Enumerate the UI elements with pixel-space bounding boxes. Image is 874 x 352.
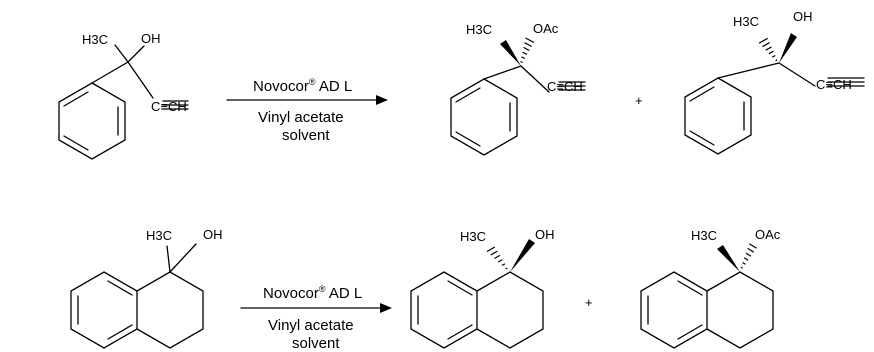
methyl-bond [114, 44, 129, 63]
acetoxy-label: OAc [533, 21, 559, 36]
triple-bond [558, 81, 586, 91]
methyl-label: H3C [146, 228, 172, 243]
enzyme-label: Novocor® AD L [253, 77, 352, 95]
substrate-1: H3C OH C≡CH [58, 31, 189, 160]
alkyne-label: C≡CH [547, 79, 583, 94]
reagent-line-3: solvent [292, 335, 340, 352]
saturated-ring [136, 271, 204, 349]
saturated-ring [476, 271, 544, 349]
methyl-label: H3C [733, 14, 759, 29]
reaction-conditions-1: Novocor® AD L Vinyl acetate solvent [226, 77, 388, 144]
hashed-bond-acetoxy [740, 243, 757, 269]
benzo-ring [640, 271, 708, 349]
reaction-2: H3C OH Novocor® AD L Vinyl acetate solve… [70, 227, 781, 352]
alkyne-label: C≡CH [151, 99, 187, 114]
triple-bond [827, 77, 865, 87]
phenyl-ring [450, 78, 518, 156]
methyl-label: H3C [466, 22, 492, 37]
hydroxyl-label: OH [793, 9, 813, 24]
saturated-ring [706, 271, 774, 349]
product-2a: H3C OH [410, 227, 555, 349]
alkyne-link-bond [520, 65, 550, 93]
plus-sign: + [635, 93, 643, 108]
product-2b: H3C OAc [640, 227, 781, 349]
product-1b: H3C OH C≡CH [684, 9, 865, 155]
reaction-conditions-2: Novocor® AD L Vinyl acetate solvent [240, 284, 392, 352]
methyl-label: H3C [691, 228, 717, 243]
product-1a: H3C OAc C≡CH [450, 21, 586, 156]
hydroxyl-label: OH [535, 227, 555, 242]
substrate-2: H3C OH [70, 227, 223, 349]
ring-to-stereocenter-bond [717, 62, 780, 79]
phenyl-ring [58, 82, 126, 160]
acetoxy-label: OAc [755, 227, 781, 242]
wedge-bond-hydroxyl [779, 33, 797, 63]
methyl-bond [166, 245, 171, 273]
hashed-bond-methyl [758, 37, 778, 62]
phenyl-ring [684, 77, 752, 155]
wedge-bond-methyl [500, 40, 521, 66]
ring-to-stereocenter-bond [483, 65, 522, 80]
wedge-bond-methyl [717, 245, 740, 272]
arrowhead [376, 95, 388, 105]
hydroxyl-label: OH [203, 227, 223, 242]
alkyne-link-bond [127, 61, 154, 99]
alkyne-link-bond [778, 62, 816, 87]
reagent-line-2: Vinyl acetate [268, 317, 354, 334]
reaction-1: H3C OH C≡CH Novocor® AD L Vinyl acetate … [58, 9, 865, 160]
wedge-bond-hydroxyl [510, 239, 535, 272]
hydroxyl-bond [169, 243, 197, 273]
alkyne-label: C≡CH [816, 77, 852, 92]
triple-bond [162, 100, 189, 110]
plus-sign: + [585, 295, 593, 310]
ring-to-carbinol-bond [91, 61, 129, 84]
benzo-ring [410, 271, 478, 349]
arrowhead [380, 303, 392, 313]
hydroxyl-label: OH [141, 31, 161, 46]
reagent-line-3: solvent [282, 127, 330, 144]
methyl-label: H3C [82, 32, 108, 47]
hashed-bond-acetoxy [520, 37, 535, 64]
enzyme-label: Novocor® AD L [263, 284, 362, 302]
benzo-ring [70, 271, 138, 349]
hydroxyl-bond [127, 45, 145, 63]
hashed-bond-methyl [486, 246, 508, 270]
reagent-line-2: Vinyl acetate [258, 109, 344, 126]
methyl-label: H3C [460, 229, 486, 244]
